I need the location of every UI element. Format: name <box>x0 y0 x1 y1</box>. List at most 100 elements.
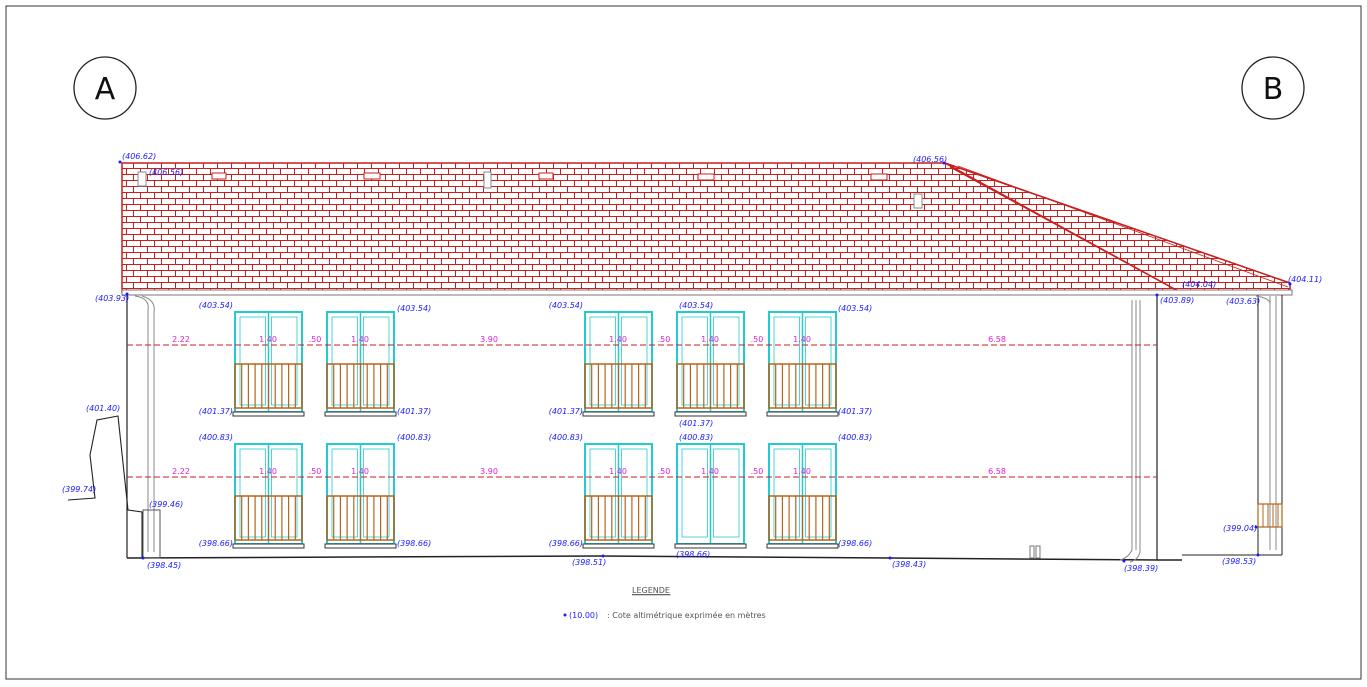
roof-vent <box>697 173 715 181</box>
elev-window-sill: (398.66) <box>397 539 431 548</box>
elev-ground-2: (398.51) <box>572 558 606 567</box>
elev-wing-low: (403.63) <box>1226 297 1260 306</box>
retaining-wall <box>67 415 143 558</box>
roof-vent <box>363 172 381 180</box>
dimension-label: .50 <box>309 467 322 476</box>
legend-sample: (10.00) <box>569 611 598 620</box>
downpipe-right <box>1119 300 1141 563</box>
window <box>674 311 747 417</box>
axis-label-a: A <box>95 72 116 107</box>
window-sill <box>766 411 839 417</box>
elev-step: (399.46) <box>149 500 183 509</box>
balcony-railing <box>768 495 837 541</box>
dimension-label: 1.40 <box>351 467 369 476</box>
window <box>232 443 305 549</box>
dimension-label: .50 <box>658 467 671 476</box>
window <box>324 311 397 417</box>
elev-eave-right: (403.89) <box>1160 296 1194 305</box>
balcony-railing <box>584 363 653 409</box>
dimension-lines <box>127 344 1157 478</box>
elev-wing-top: (404.11) <box>1288 275 1322 284</box>
wing-railing <box>1257 503 1283 528</box>
dimension-label: 1.40 <box>609 467 627 476</box>
elev-window-sill: (401.37) <box>679 419 713 428</box>
elev-window-top: (400.83) <box>199 433 233 442</box>
window <box>232 311 305 417</box>
elev-wing-balcony: (399.04) <box>1223 524 1257 533</box>
step <box>142 509 161 559</box>
dimension-label: 6.58 <box>988 335 1006 344</box>
elev-ridge-right: (406.56) <box>913 155 947 164</box>
downpipe-wing <box>1255 295 1277 550</box>
balcony-railing <box>234 363 303 409</box>
window-sill <box>324 411 397 417</box>
dimension-label: .50 <box>658 335 671 344</box>
elev-ground-5: (398.53) <box>1222 557 1256 566</box>
dimension-label: 1.40 <box>259 467 277 476</box>
dimension-label: 3.90 <box>480 467 498 476</box>
balcony-railing <box>584 495 653 541</box>
elev-window-sill: (398.66) <box>838 539 872 548</box>
dimension-label: .50 <box>309 335 322 344</box>
dimension-label: 1.40 <box>259 335 277 344</box>
main-roof <box>121 162 1181 293</box>
window-sill <box>324 543 397 549</box>
elev-window-sill: (401.37) <box>549 407 583 416</box>
ground-line <box>126 555 1182 561</box>
elev-ground-3: (398.43) <box>892 560 926 569</box>
legend-title: LEGENDE <box>632 586 670 595</box>
ground-vent <box>1029 545 1041 559</box>
dimension-label: .50 <box>751 467 764 476</box>
dimension-label: 6.58 <box>988 467 1006 476</box>
hip-line <box>949 166 1181 293</box>
dimension-label: 2.22 <box>172 335 190 344</box>
downpipe-left <box>134 295 155 552</box>
elevation-labels: (406.62) (406.56) (406.56) (403.93) (403… <box>62 152 1322 573</box>
elev-window-top: (403.54) <box>397 304 431 313</box>
elev-window-sill: (398.66) <box>549 539 583 548</box>
elev-window-sill: (398.66) <box>676 550 710 559</box>
dimension-label: 1.40 <box>609 335 627 344</box>
window-sill <box>582 543 655 549</box>
balcony-railing <box>326 495 395 541</box>
elev-ground-4: (398.39) <box>1124 564 1158 573</box>
roof <box>121 162 1291 293</box>
window <box>582 443 655 549</box>
dimension-label: 1.40 <box>793 335 811 344</box>
window-sill <box>766 543 839 549</box>
dimension-label: 3.90 <box>480 335 498 344</box>
dimension-label: 1.40 <box>701 467 719 476</box>
elev-window-sill: (398.66) <box>199 539 233 548</box>
roof-vent <box>870 173 888 181</box>
elev-eave-left: (403.93) <box>95 294 129 303</box>
elev-window-top: (403.54) <box>838 304 872 313</box>
window <box>582 311 655 417</box>
elev-wall-upper: (401.40) <box>86 404 120 413</box>
elev-wall-lower: (399.74) <box>62 485 96 494</box>
window <box>766 443 839 549</box>
elev-window-sill: (401.37) <box>199 407 233 416</box>
chimney-pipe <box>483 171 492 189</box>
elev-window-sill: (401.37) <box>838 407 872 416</box>
axis-marker-b: B <box>1241 56 1305 120</box>
window-sill <box>232 411 305 417</box>
elev-ground-1: (398.45) <box>147 561 181 570</box>
dimension-label: 1.40 <box>351 335 369 344</box>
elev-window-top: (400.83) <box>397 433 431 442</box>
legend-description: : Cote altimétrique exprimée en mètres <box>607 610 766 620</box>
elev-ridge-left: (406.62) <box>122 152 156 161</box>
elev-window-top: (403.54) <box>199 301 233 310</box>
dimension-labels: 2.22 1.40 .50 1.40 3.90 1.40 .50 1.40 .50 1.40 6.5… <box>172 335 1006 476</box>
elev-window-sill: (401.37) <box>397 407 431 416</box>
balcony-railing <box>768 363 837 409</box>
axis-marker-a: A <box>73 56 137 120</box>
chimney-pipe <box>913 193 923 209</box>
balcony-railing <box>676 363 745 409</box>
sheet-border <box>5 5 1362 680</box>
window <box>766 311 839 417</box>
elev-chimney-left: (406.56) <box>149 168 183 177</box>
window <box>324 443 397 549</box>
window <box>674 443 747 549</box>
elev-wing-eave: (404.04) <box>1182 280 1216 289</box>
